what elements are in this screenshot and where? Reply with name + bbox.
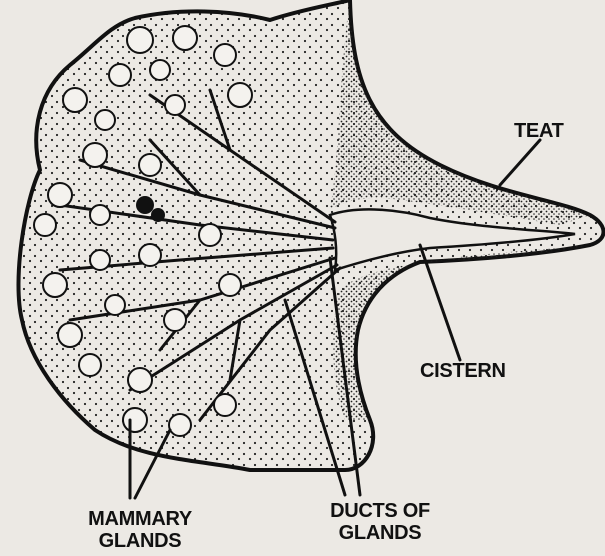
ducts-of-glands-label: DUCTS OF GLANDS (305, 500, 455, 544)
teat-wall (330, 0, 590, 225)
teat-leader (500, 140, 540, 185)
mammary-glands-label-line2: GLANDS (60, 530, 220, 552)
teat-label: TEAT (514, 120, 564, 142)
ducts-of-glands-label-line1: DUCTS OF (305, 500, 455, 522)
cistern-label: CISTERN (420, 360, 506, 382)
mammary-glands-label: MAMMARY GLANDS (60, 508, 220, 552)
mammary-glands-label-line1: MAMMARY (60, 508, 220, 530)
ducts-of-glands-label-line2: GLANDS (305, 522, 455, 544)
